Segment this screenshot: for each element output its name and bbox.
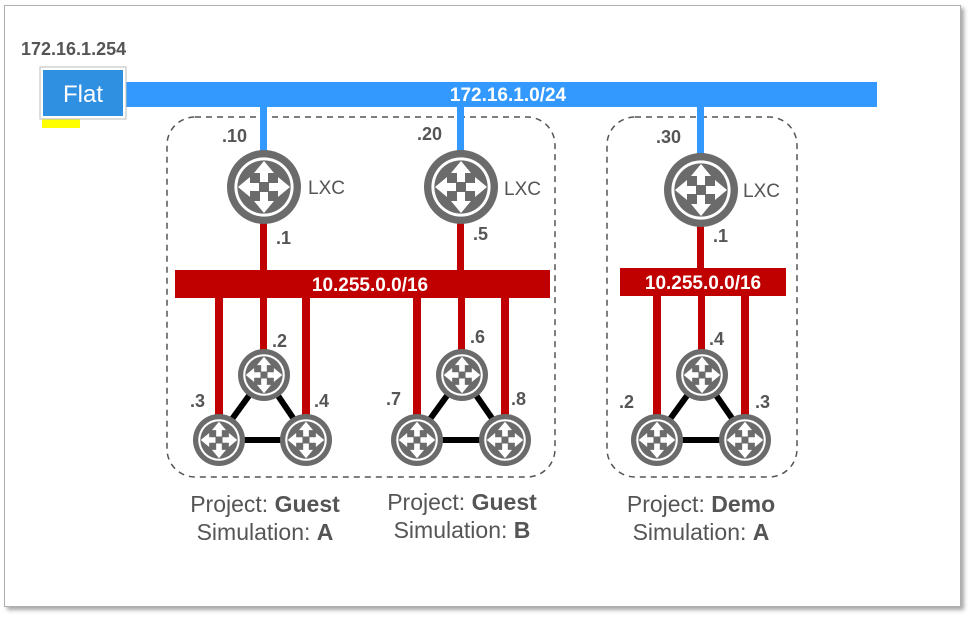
sim2-right-ip: .8: [511, 389, 526, 409]
sim3-left-ip: .2: [619, 392, 634, 412]
lxc1-label: LXC: [308, 178, 345, 199]
lxc1-router-icon[interactable]: [227, 150, 301, 224]
lxc3-flat-ip: .30: [656, 127, 681, 147]
lxc2-mgmt-ip: .5: [473, 224, 488, 244]
flat-bus: [126, 82, 877, 107]
sim3-right-router-icon[interactable]: [719, 414, 771, 466]
caption-3-project: Project: Demo: [627, 491, 775, 517]
sim1-right-ip: .4: [314, 391, 329, 411]
lxc1-mgmt-ip: .1: [276, 228, 291, 248]
lxc3-label: LXC: [743, 181, 780, 202]
gateway-ip-label: 172.16.1.254: [21, 39, 126, 59]
lxc1-mgmt-link: [260, 220, 267, 272]
sim3-top-ip: .4: [709, 329, 724, 349]
sim3-top-router-icon[interactable]: [676, 349, 728, 401]
group-guest-container: [166, 116, 556, 478]
flat-box[interactable]: [43, 70, 123, 116]
mgmt-bus-guest: [175, 270, 550, 298]
mgmt-drops: [215, 296, 749, 416]
mgmt-subnet-label-demo: 10.255.0.0/16: [645, 273, 761, 294]
caption-2-simulation: Simulation: B: [394, 517, 531, 543]
flat-box-label: Flat: [63, 81, 103, 108]
sim2-top-router-icon[interactable]: [436, 349, 488, 401]
sim1-top-ip: .2: [272, 331, 287, 351]
sim3-right-ip: .3: [755, 392, 770, 412]
sim1-left-ip: .3: [190, 391, 205, 411]
sim2-right-router-icon[interactable]: [479, 414, 531, 466]
lxc3-mgmt-link: [697, 220, 704, 270]
lxc2-mgmt-link: [457, 220, 464, 272]
lxc2-router-icon[interactable]: [424, 150, 498, 224]
caption-2-project: Project: Guest: [387, 489, 537, 515]
lxc1-flat-ip: .10: [222, 126, 247, 146]
lxc3-mgmt-ip: .1: [713, 226, 728, 246]
sim2-top-ip: .6: [470, 327, 485, 347]
sim1-right-router-icon[interactable]: [280, 414, 332, 466]
lxc2-flat-link: [457, 107, 464, 155]
sim3-left-router-icon[interactable]: [631, 414, 683, 466]
lxc3-router-icon[interactable]: [664, 153, 738, 227]
caption-3-simulation: Simulation: A: [633, 519, 770, 545]
lxc2-label: LXC: [504, 179, 541, 200]
sim1-top-router-icon[interactable]: [238, 349, 290, 401]
caption-1-simulation: Simulation: A: [197, 519, 334, 545]
flat-subnet-label: 172.16.1.0/24: [450, 85, 567, 106]
mgmt-subnet-label-guest: 10.255.0.0/16: [312, 275, 428, 296]
mgmt-bus-demo: [620, 268, 786, 296]
sim2-left-ip: .7: [386, 389, 401, 409]
lxc3-flat-link: [697, 107, 704, 155]
sim1-left-router-icon[interactable]: [193, 414, 245, 466]
caption-1-project: Project: Guest: [190, 491, 340, 517]
lxc1-flat-link: [260, 107, 267, 155]
lxc2-flat-ip: .20: [417, 124, 442, 144]
sim2-left-router-icon[interactable]: [391, 414, 443, 466]
routers: [193, 150, 771, 466]
